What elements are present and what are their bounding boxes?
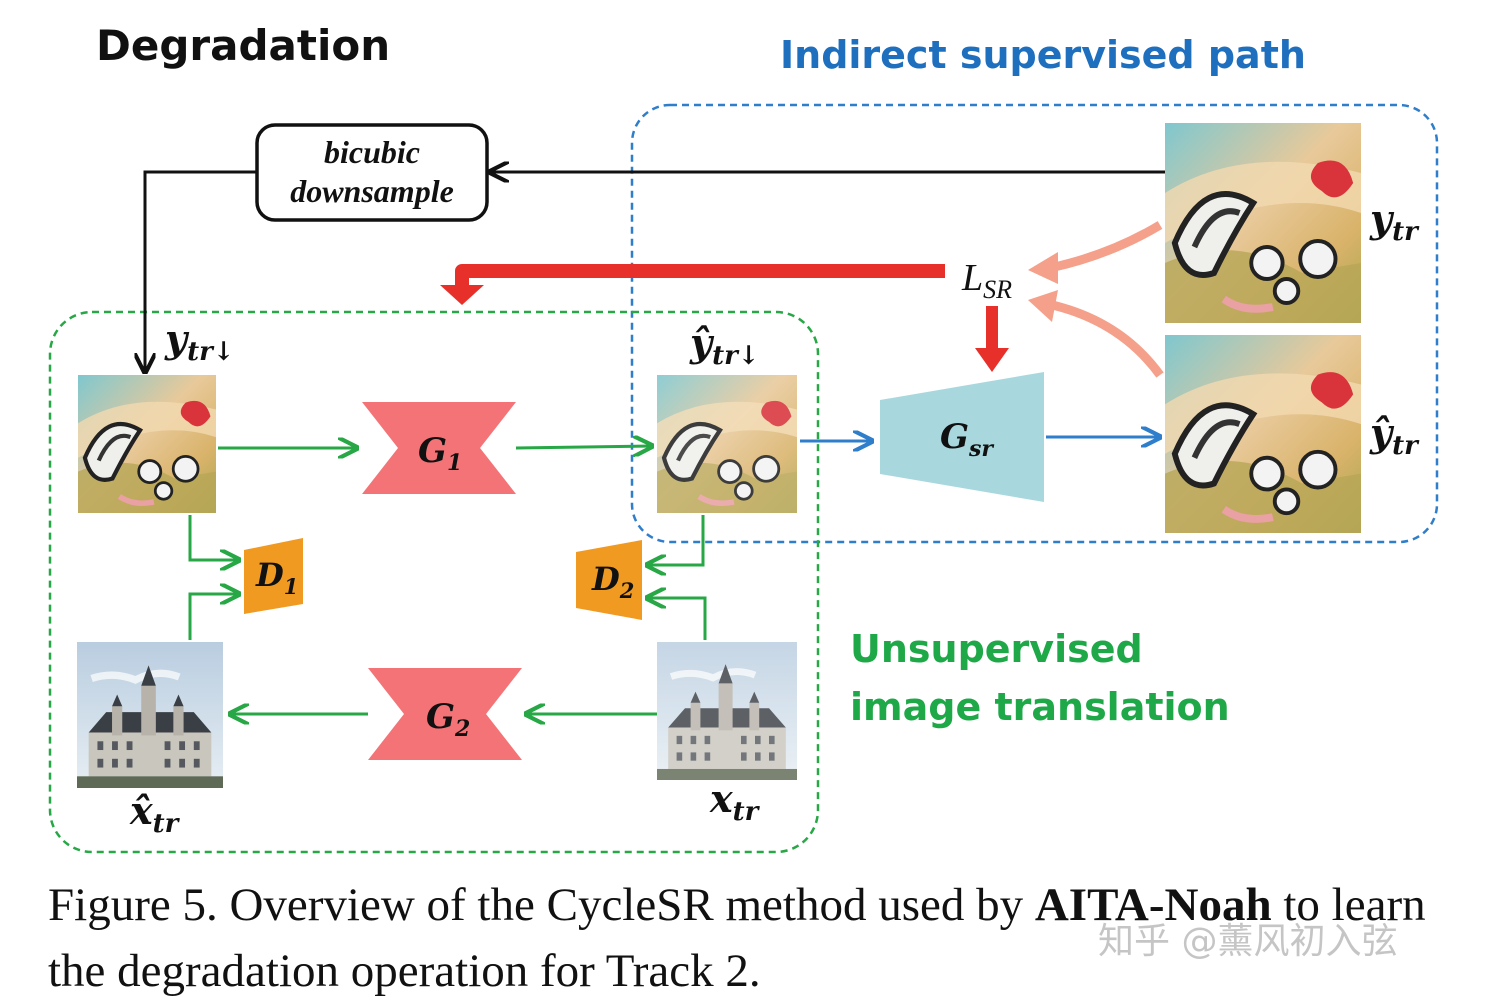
- unsupervised-title-line1: Unsupervised: [850, 627, 1143, 671]
- generator-g1: [362, 402, 516, 494]
- arrow-lsr-to-gsr-head: [975, 348, 1009, 372]
- caption-prefix: Figure 5. Overview of the CycleSR method…: [48, 879, 1035, 931]
- xtr-label: xtr: [709, 776, 761, 827]
- arrow-ytr-to-lsr-head: [1028, 252, 1058, 284]
- indirect-path-title: Indirect supervised path: [780, 33, 1306, 77]
- unsupervised-region: [48, 310, 820, 854]
- indirect-supervised-region: [630, 103, 1439, 544]
- degradation-title: Degradation: [96, 21, 390, 70]
- discriminator-d2: [576, 540, 642, 620]
- yhat-tr-label: ŷtr: [1369, 410, 1420, 461]
- image-xhat-tr: [77, 642, 223, 788]
- d1-label: D1: [255, 556, 298, 599]
- lsr-label: LSR: [961, 257, 1012, 304]
- g1-label: G1: [418, 431, 462, 476]
- image-ytr-down: [78, 375, 216, 513]
- arrow-lsr-to-g1-head: [440, 285, 484, 305]
- unsupervised-title-line2: image translation: [850, 685, 1230, 729]
- arrow-ytr-to-lsr: [1049, 221, 1163, 273]
- bicubic-label: bicubic: [324, 134, 420, 170]
- arrow-g1-to-yhat-down: [515, 446, 652, 448]
- gsr-label: Gsr: [940, 417, 994, 462]
- image-yhat-tr-down: [657, 375, 797, 513]
- arrow-yhat-down-to-d2: [647, 515, 705, 565]
- d2-label: D2: [591, 560, 634, 603]
- xhat-tr-label: x̂tr: [129, 788, 181, 839]
- downsample-label: downsample: [290, 173, 454, 209]
- image-xtr: [657, 642, 797, 780]
- g2-label: G2: [426, 697, 470, 742]
- watermark: 知乎 @薰风初入弦: [1098, 921, 1398, 962]
- caption-suffix: to learn the degradation operation for T…: [48, 879, 1426, 997]
- generator-g2: [368, 668, 522, 760]
- arrow-xtr-to-d2: [647, 598, 707, 640]
- yhat-tr-down-label: ŷtr↓: [689, 320, 760, 371]
- arrow-yhat-tr-to-lsr: [1047, 299, 1164, 378]
- arrow-ytr-down-to-d1: [188, 515, 239, 560]
- arrow-bicubic-to-ytr-down: [145, 170, 257, 372]
- arrow-yhat-tr-to-lsr-head: [1028, 290, 1058, 322]
- ytr-down-label: ytr↓: [164, 316, 235, 367]
- generator-gsr: [880, 372, 1044, 502]
- arrow-lsr-to-g1: [455, 264, 945, 290]
- discriminator-d1: [244, 538, 303, 614]
- image-yhat-tr: [1165, 335, 1361, 533]
- caption-bold: AITA-Noah: [1034, 879, 1272, 931]
- figure-caption: Figure 5. Overview of the CycleSR method…: [48, 872, 1478, 1004]
- ytr-label: ytr: [1369, 196, 1420, 247]
- image-ytr: [1165, 123, 1361, 323]
- arrow-xhat-to-d1: [188, 594, 239, 640]
